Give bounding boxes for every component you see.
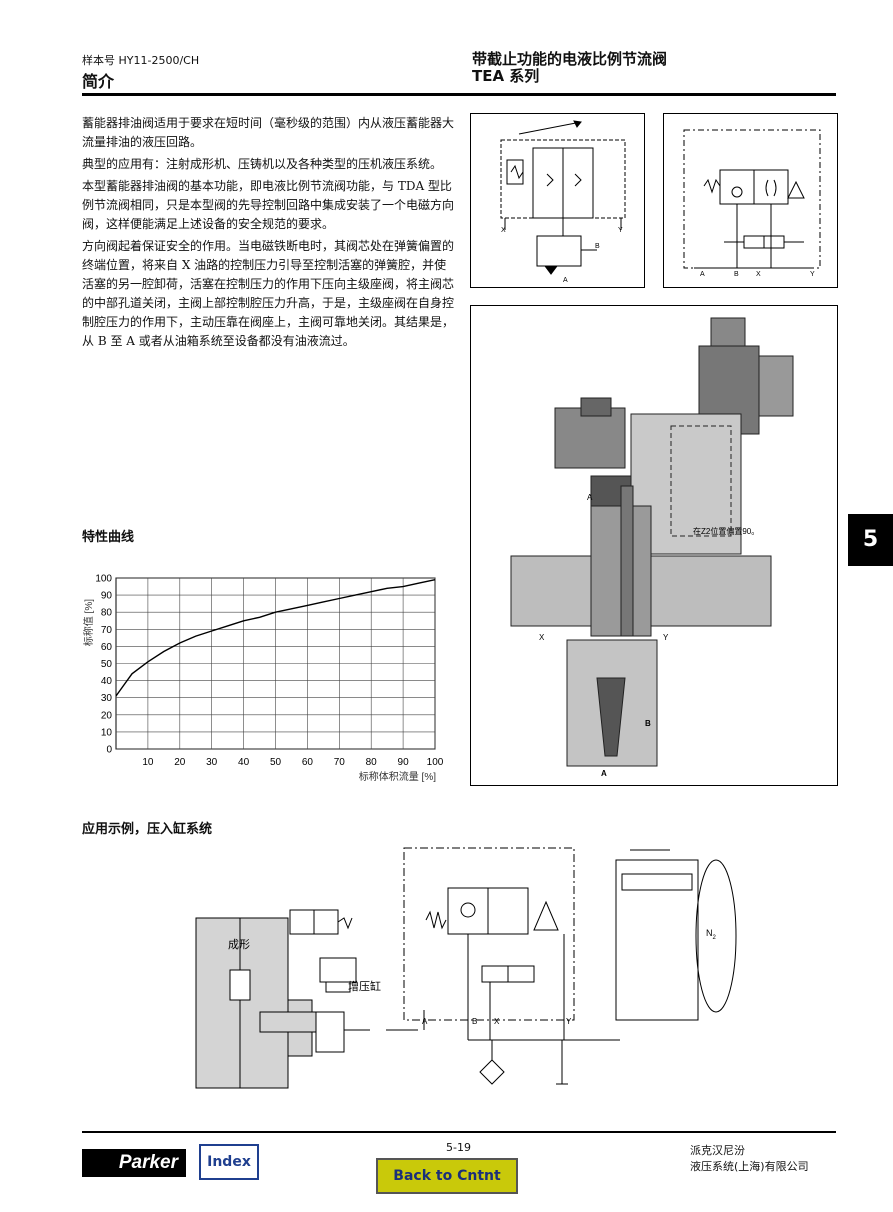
valve-sectional-drawing: 在Z2位置偏置90。 A X Y B A [510, 317, 794, 778]
label-y: Y [663, 633, 669, 642]
port-y-label: Y [810, 271, 815, 278]
y-tick-label: 80 [101, 608, 113, 619]
booster-label: 增压缸 [348, 979, 381, 993]
circuit-symbol-diagram: A B X Y [683, 129, 821, 278]
parker-logo-text: Parker [118, 1152, 178, 1173]
port-x-label: X [494, 1017, 500, 1026]
characteristic-heading: 特性曲线 [82, 530, 135, 545]
x-tick-label: 50 [270, 757, 282, 768]
port-a-label: A [700, 271, 705, 278]
back-to-contents-button[interactable]: Back to Cntnt [376, 1158, 518, 1194]
x-tick-label: 20 [174, 757, 186, 768]
catalog-number: 样本号 HY11-2500/CH [82, 54, 200, 67]
y-tick-label: 30 [101, 693, 113, 704]
y-axis-label: 标称值 [%] [82, 599, 95, 646]
port-x-label: X [756, 271, 761, 278]
chapter-tab: 5 [848, 514, 893, 566]
paragraph: 方向阀起着保证安全的作用。当电磁铁断电时，其阀芯处在弹簧偏置的终端位置，将来自 … [82, 239, 455, 348]
x-tick-label: 30 [206, 757, 218, 768]
x-tick-label: 100 [427, 757, 444, 768]
application-diagram: 成形 增压缸 N2 A B X Y [195, 847, 737, 1089]
port-a-label: A [422, 1017, 428, 1026]
port-y-label: Y [566, 1017, 572, 1026]
y-tick-label: 0 [106, 745, 112, 756]
chart-grid [115, 577, 436, 750]
symbol-diagram-frame: X Y A B [470, 113, 645, 288]
chart-ticks: 0 10 20 30 40 50 60 70 80 90 100 10 20 30 40 50 60 70 80 90… [95, 574, 443, 769]
header-rule [82, 93, 836, 96]
y-tick-label: 100 [95, 574, 112, 585]
company-line-1: 派克汉尼汾 [690, 1144, 745, 1157]
paragraph: 典型的应用有：注射成形机、压铸机以及各种类型的压机液压系统。 [82, 157, 443, 171]
port-b-label: B [595, 243, 600, 250]
x-tick-label: 10 [142, 757, 154, 768]
characteristic-chart: 标称值 [%] 0 10 20 30 40 50 60 70 80 90 100 10 20 30 40 50… [82, 574, 444, 784]
parker-logo: Parker [82, 1149, 186, 1177]
y-tick-label: 20 [101, 710, 113, 721]
label-x: X [539, 633, 545, 642]
port-a-label: A [563, 277, 568, 284]
x-axis-label: 标称体积流量 [%] [359, 770, 436, 783]
y-tick-label: 90 [101, 591, 113, 602]
index-button[interactable]: Index [199, 1144, 259, 1180]
n2-subscript: 2 [713, 935, 717, 941]
chart-line [115, 579, 436, 697]
x-tick-label: 40 [238, 757, 250, 768]
y-tick-label: 40 [101, 676, 113, 687]
sectional-drawing-frame: 在Z2位置偏置90。 A X Y B A [470, 305, 838, 786]
label-a: A [601, 769, 607, 778]
valve-symbol-diagram: X Y A B [500, 120, 626, 284]
product-title: 带截止功能的电液比例节流阀 [472, 50, 668, 68]
x-tick-label: 90 [398, 757, 410, 768]
orientation-note: 在Z2位置偏置90。 [693, 526, 759, 536]
x-tick-label: 80 [366, 757, 378, 768]
port-b-label: B [734, 271, 739, 278]
company-line-2: 液压系统(上海)有限公司 [690, 1160, 809, 1173]
label-b: B [645, 719, 651, 728]
header-left: 样本号 HY11-2500/CH 简介 [82, 52, 199, 92]
footer-rule [82, 1131, 836, 1133]
company-name: 派克汉尼汾 液压系统(上海)有限公司 [690, 1143, 809, 1175]
port-b-label: B [472, 1017, 477, 1026]
paragraph: 蓄能器排油阀适用于要求在短时间（毫秒级的范围）内从液压蓄能器大流量排油的液压回路… [82, 116, 455, 149]
header-right: 带截止功能的电液比例节流阀 TEA 系列 [472, 51, 667, 85]
circuit-symbol-frame: A B X Y [663, 113, 838, 288]
n2-symbol: N [706, 928, 713, 938]
y-tick-label: 50 [101, 659, 113, 670]
x-tick-label: 60 [302, 757, 314, 768]
application-heading: 应用示例，压入缸系统 [82, 822, 213, 837]
y-tick-label: 60 [101, 642, 113, 653]
paragraph: 本型蓄能器排油阀的基本功能，即电液比例节流阀功能，与 TDA 型比例节流阀相同，… [82, 179, 455, 231]
n2-label: N2 [706, 928, 717, 941]
y-tick-label: 10 [101, 727, 113, 738]
x-tick-label: 70 [334, 757, 346, 768]
label-a-top: A [587, 493, 593, 502]
y-tick-label: 70 [101, 625, 113, 636]
molding-label: 成形 [228, 938, 250, 951]
page-number: 5-19 [446, 1141, 471, 1154]
port-y-label: Y [618, 227, 623, 234]
intro-text: 蓄能器排油阀适用于要求在短时间（毫秒级的范围）内从液压蓄能器大流量排油的液压回路… [82, 114, 454, 354]
port-x-label: X [501, 227, 506, 234]
product-series: TEA 系列 [472, 67, 540, 85]
section-title: 简介 [82, 72, 115, 91]
